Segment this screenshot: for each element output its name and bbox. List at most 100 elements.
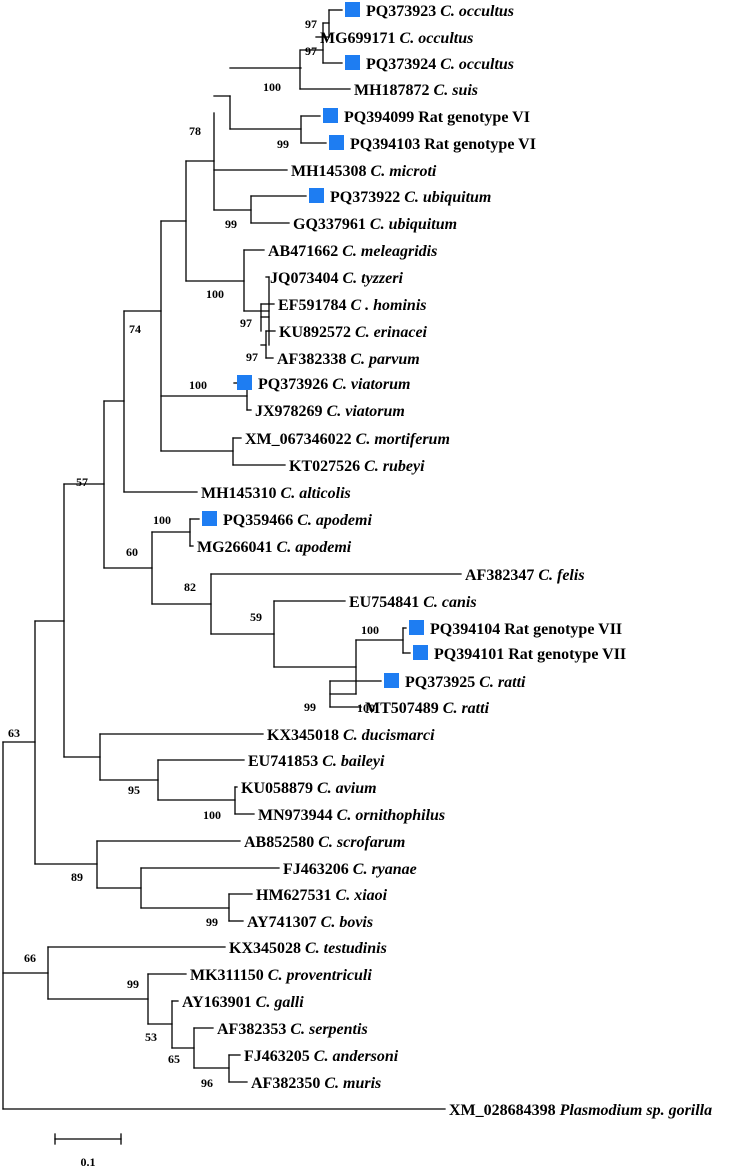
bootstrap-value: 100 bbox=[203, 808, 221, 822]
leaf-label: AY741307 C. bovis bbox=[247, 914, 373, 931]
leaf-label: XM_067346022 C. mortiferum bbox=[245, 431, 450, 448]
leaf-label: MT507489 C. ratti bbox=[365, 700, 490, 717]
leaf-label: KU892572 C. erinacei bbox=[279, 324, 428, 341]
accession-number: MT507489 bbox=[365, 700, 443, 717]
leaf-label: JX978269 C. viatorum bbox=[255, 403, 405, 420]
leaf-label: PQ373922 C. ubiquitum bbox=[330, 189, 491, 206]
accession-number: MG266041 bbox=[197, 539, 277, 556]
bootstrap-value: 100 bbox=[206, 287, 224, 301]
leaf-label: PQ373925 C. ratti bbox=[405, 674, 526, 691]
leaf-label: PQ373923 C. occultus bbox=[366, 3, 514, 20]
sample-marker-square bbox=[345, 55, 360, 70]
leaf-label: GQ337961 C. ubiquitum bbox=[293, 216, 457, 233]
taxon-name: Rat genotype VI bbox=[418, 109, 530, 126]
taxon-name: Rat genotype VI bbox=[424, 136, 536, 153]
accession-number: JQ073404 bbox=[270, 270, 342, 287]
leaf-label: AB852580 C. scrofarum bbox=[244, 834, 405, 851]
bootstrap-value: 97 bbox=[305, 17, 317, 31]
accession-number: EU741853 bbox=[248, 753, 322, 770]
bootstrap-value: 99 bbox=[225, 217, 237, 231]
accession-number: KT027526 bbox=[289, 458, 364, 475]
bootstrap-value: 99 bbox=[206, 915, 218, 929]
bootstrap-value: 100 bbox=[189, 378, 207, 392]
bootstrap-value: 100 bbox=[153, 513, 171, 527]
bootstrap-value: 74 bbox=[129, 322, 141, 336]
leaf-label: PQ359466 C. apodemi bbox=[223, 512, 372, 529]
accession-number: GQ337961 bbox=[293, 216, 370, 233]
leaf-label: HM627531 C. xiaoi bbox=[256, 887, 388, 904]
taxon-name: C. ornithophilus bbox=[337, 807, 446, 824]
accession-number: JX978269 bbox=[255, 403, 327, 420]
taxon-name: C. parvum bbox=[350, 351, 419, 368]
leaf-label: KX345028 C. testudinis bbox=[229, 940, 387, 957]
taxon-name: C. apodemi bbox=[297, 512, 372, 529]
bootstrap-value: 97 bbox=[305, 44, 317, 58]
sample-marker-square bbox=[237, 375, 252, 390]
accession-number: PQ394101 bbox=[434, 646, 508, 663]
sample-marker-square bbox=[202, 511, 217, 526]
sample-marker-square bbox=[309, 188, 324, 203]
accession-number: KU892572 bbox=[279, 324, 355, 341]
bootstrap-value: 96 bbox=[201, 1076, 213, 1090]
accession-number: MN973944 bbox=[258, 807, 337, 824]
sample-marker-square bbox=[323, 108, 338, 123]
bootstrap-value: 99 bbox=[304, 700, 316, 714]
taxon-name: C. proventriculi bbox=[268, 967, 373, 984]
taxon-name: C. ubiquitum bbox=[404, 189, 491, 206]
leaf-label: XM_028684398 Plasmodium sp. gorilla bbox=[449, 1102, 712, 1119]
leaf-label: PQ394101 Rat genotype VII bbox=[434, 646, 626, 663]
taxon-name: C. ratti bbox=[479, 674, 526, 691]
bootstrap-value: 65 bbox=[168, 1052, 180, 1066]
taxon-name: C. viatorum bbox=[327, 403, 405, 420]
taxon-name: C. baileyi bbox=[322, 753, 385, 770]
scale-bar-label: 0.1 bbox=[81, 1155, 96, 1169]
leaf-label: MH145308 C. microti bbox=[291, 163, 437, 180]
leaf-label: AY163901 C. galli bbox=[182, 994, 304, 1011]
taxon-name: C. tyzzeri bbox=[342, 270, 403, 287]
leaf-label: EU754841 C. canis bbox=[349, 594, 477, 611]
accession-number: EU754841 bbox=[349, 594, 423, 611]
taxon-name: Rat genotype VII bbox=[504, 621, 622, 638]
accession-number: AB471662 bbox=[268, 243, 342, 260]
taxon-name: C. ubiquitum bbox=[370, 216, 457, 233]
leaf-label: JQ073404 C. tyzzeri bbox=[270, 270, 403, 287]
accession-number: AF382338 bbox=[277, 351, 350, 368]
taxon-name: C. avium bbox=[317, 780, 377, 797]
taxon-name: C. canis bbox=[423, 594, 476, 611]
leaf-label: FJ463205 C. andersoni bbox=[244, 1048, 399, 1065]
taxon-name: C. occultus bbox=[400, 30, 474, 47]
bootstrap-value: 99 bbox=[127, 977, 139, 991]
accession-number: PQ373923 bbox=[366, 3, 440, 20]
bootstrap-value: 78 bbox=[189, 124, 201, 138]
taxon-name: C. bovis bbox=[321, 914, 373, 931]
accession-number: KX345018 bbox=[267, 727, 343, 744]
bootstrap-value: 66 bbox=[24, 951, 36, 965]
taxon-name: C. xiaoi bbox=[336, 887, 388, 904]
sample-marker-square bbox=[413, 645, 428, 660]
bootstrap-value: 100 bbox=[263, 80, 281, 94]
bootstrap-value: 89 bbox=[71, 870, 83, 884]
accession-number: PQ373924 bbox=[366, 56, 440, 73]
bootstrap-value: 57 bbox=[76, 475, 88, 489]
taxon-name: C. alticolis bbox=[281, 485, 351, 502]
bootstrap-value: 59 bbox=[250, 610, 262, 624]
taxon-name: C. ryanae bbox=[353, 861, 417, 878]
accession-number: XM_067346022 bbox=[245, 431, 356, 448]
bootstrap-value: 100 bbox=[361, 623, 379, 637]
accession-number: AF382353 bbox=[217, 1021, 290, 1038]
taxon-name: C. mortiferum bbox=[356, 431, 450, 448]
bootstrap-value: 63 bbox=[8, 726, 20, 740]
leaf-label: FJ463206 C. ryanae bbox=[283, 861, 417, 878]
leaf-label: AF382350 C. muris bbox=[251, 1075, 381, 1092]
taxon-name: C . hominis bbox=[350, 297, 426, 314]
leaf-label: AF382347 C. felis bbox=[465, 567, 585, 584]
bootstrap-value: 99 bbox=[277, 137, 289, 151]
accession-number: PQ373922 bbox=[330, 189, 404, 206]
taxon-name: C. occultus bbox=[440, 56, 514, 73]
accession-number: MH145308 bbox=[291, 163, 371, 180]
leaf-label: KX345018 C. ducismarci bbox=[267, 727, 435, 744]
leaf-label: PQ373924 C. occultus bbox=[366, 56, 514, 73]
accession-number: MG699171 bbox=[320, 30, 400, 47]
scale-bar: 0.1 bbox=[54, 1133, 122, 1169]
accession-number: MK311150 bbox=[190, 967, 268, 984]
